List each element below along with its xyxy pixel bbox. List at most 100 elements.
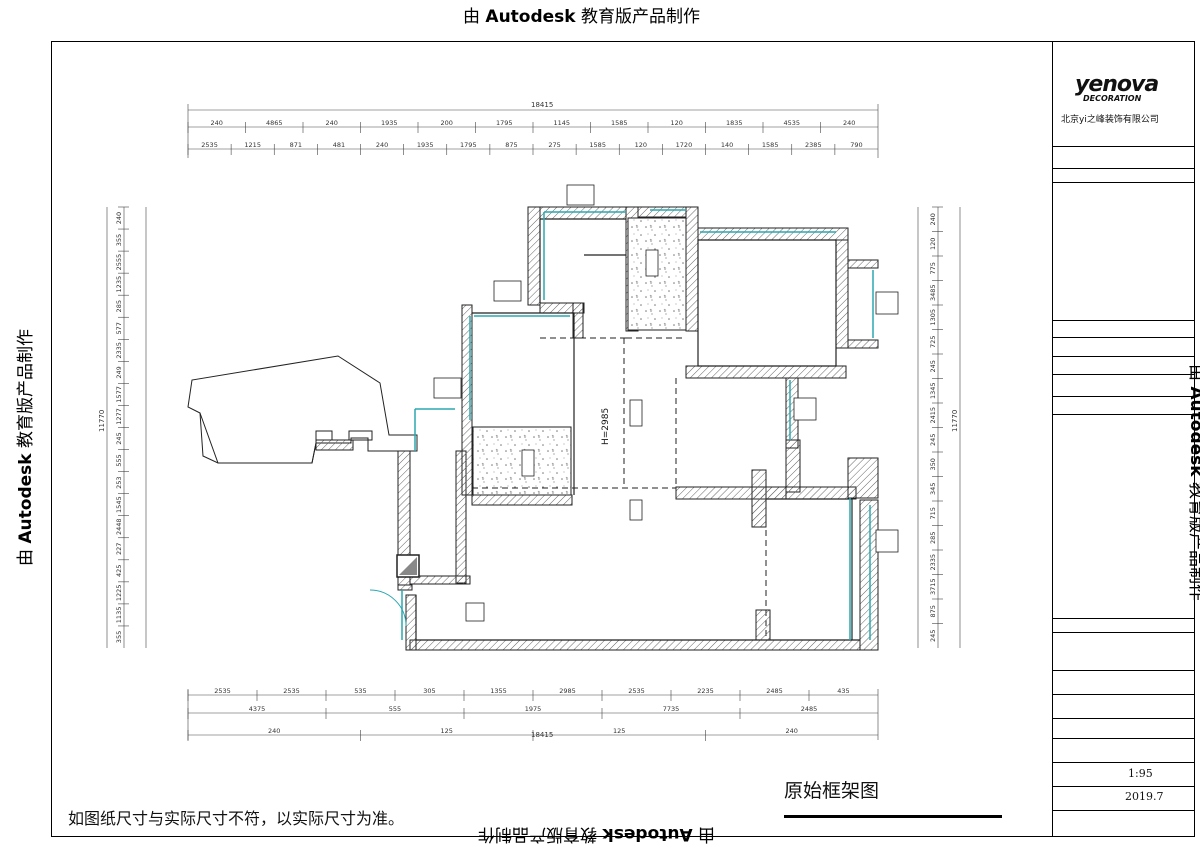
door-swing bbox=[369, 589, 407, 627]
dimension-label: 1720 bbox=[676, 141, 693, 149]
window-tags bbox=[433, 184, 899, 622]
dimension-label: 240 bbox=[929, 213, 937, 225]
dimension-label: 120 bbox=[671, 119, 683, 127]
dimension-label: 1585 bbox=[589, 141, 606, 149]
dimension-label: 4865 bbox=[266, 119, 283, 127]
dimension-label: 355 bbox=[115, 234, 123, 246]
drawing-note: 如图纸尺寸与实际尺寸不符，以实际尺寸为准。 bbox=[68, 809, 405, 828]
dimension-label: 481 bbox=[333, 141, 345, 149]
dim-left-total: 11770 bbox=[98, 410, 106, 432]
dim-right-column: 2401207753485130572524513452415245350345… bbox=[929, 206, 943, 642]
dimension-label: 3485 bbox=[929, 284, 937, 301]
dimension-label: 2535 bbox=[628, 687, 645, 695]
dimension-label: 355 bbox=[115, 631, 123, 643]
dimension-label: 1225 bbox=[115, 585, 123, 602]
dimension-label: 2485 bbox=[801, 705, 818, 713]
dimension-label: 1135 bbox=[115, 607, 123, 624]
dimension-label: 140 bbox=[721, 141, 733, 149]
dimension-label: 2385 bbox=[805, 141, 822, 149]
tb-divider bbox=[1053, 632, 1195, 633]
dimension-label: 555 bbox=[389, 705, 401, 713]
dimension-label: 2985 bbox=[559, 687, 576, 695]
scale-value: 1:95 bbox=[1128, 767, 1153, 780]
dimension-label: 1795 bbox=[460, 141, 477, 149]
tb-divider bbox=[1053, 146, 1195, 147]
dimension-label: 1795 bbox=[496, 119, 513, 127]
dimension-label: 790 bbox=[850, 141, 862, 149]
dimension-label: 1305 bbox=[929, 309, 937, 326]
dimension-label: 435 bbox=[837, 687, 849, 695]
dimension-label: 1215 bbox=[244, 141, 261, 149]
dim-left-column: 2403552555123528557723352491577127724555… bbox=[115, 206, 129, 643]
dimension-label: 7735 bbox=[663, 705, 680, 713]
dimension-label: 1235 bbox=[115, 276, 123, 293]
tb-divider bbox=[1053, 762, 1195, 763]
dimension-label: 245 bbox=[115, 432, 123, 444]
dimension-label: 285 bbox=[929, 532, 937, 544]
dimension-label: 2415 bbox=[929, 407, 937, 424]
dimension-label: 1355 bbox=[490, 687, 507, 695]
dimension-label: 1935 bbox=[417, 141, 434, 149]
dimension-label: 240 bbox=[268, 727, 280, 735]
dimension-label: 871 bbox=[290, 141, 302, 149]
dimension-label: 120 bbox=[929, 238, 937, 250]
dimension-label: 1577 bbox=[115, 386, 123, 403]
dimension-label: 425 bbox=[115, 565, 123, 577]
drawing-frame bbox=[51, 41, 1195, 837]
dimension-label: 1585 bbox=[762, 141, 779, 149]
dimension-label: 2235 bbox=[697, 687, 714, 695]
dimension-label: 350 bbox=[929, 458, 937, 470]
date-value: 2019.7 bbox=[1125, 790, 1164, 803]
dimension-label: 125 bbox=[441, 727, 453, 735]
tb-divider bbox=[1053, 337, 1195, 338]
dimension-label: 535 bbox=[354, 687, 366, 695]
dimension-label: 200 bbox=[441, 119, 453, 127]
interior-lines bbox=[415, 218, 860, 641]
dimension-label: 285 bbox=[115, 300, 123, 312]
dimension-label: 1145 bbox=[553, 119, 570, 127]
tb-divider bbox=[1053, 670, 1195, 671]
dim-bottom-total: 18415 bbox=[531, 731, 553, 739]
tb-divider bbox=[1053, 374, 1195, 375]
dimension-label: 1835 bbox=[726, 119, 743, 127]
dimension-label: 1545 bbox=[115, 496, 123, 513]
dimension-label: 245 bbox=[929, 630, 937, 642]
dimension-label: 2448 bbox=[115, 518, 123, 535]
dimension-label: 4535 bbox=[783, 119, 800, 127]
tb-divider bbox=[1053, 182, 1195, 183]
tb-divider bbox=[1053, 168, 1195, 169]
dimension-label: 715 bbox=[929, 507, 937, 519]
windows bbox=[401, 209, 874, 640]
dimension-label: 245 bbox=[929, 434, 937, 446]
tb-divider bbox=[1053, 618, 1195, 619]
watermark-top: 由 Autodesk 教育版产品制作 bbox=[463, 7, 701, 27]
dimension-label: 2335 bbox=[929, 554, 937, 571]
height-label: H=2985 bbox=[601, 408, 611, 445]
dimension-label: 1345 bbox=[929, 382, 937, 399]
tb-divider bbox=[1053, 414, 1195, 415]
drawing-title: 原始框架图 bbox=[784, 780, 880, 802]
dimension-label: 775 bbox=[929, 262, 937, 274]
tb-divider bbox=[1053, 718, 1195, 719]
tb-divider bbox=[1053, 810, 1195, 811]
company-name: 北京yi之峰装饰有限公司 bbox=[1061, 115, 1159, 125]
tb-divider bbox=[1053, 356, 1195, 357]
dimension-label: 240 bbox=[786, 727, 798, 735]
dimension-label: 245 bbox=[929, 360, 937, 372]
dimension-label: 3715 bbox=[929, 578, 937, 595]
dimension-label: 577 bbox=[115, 322, 123, 334]
dimension-label: 2535 bbox=[214, 687, 231, 695]
dimension-label: 345 bbox=[929, 483, 937, 495]
company-logo: yenova bbox=[1075, 72, 1159, 97]
dimension-label: 240 bbox=[376, 141, 388, 149]
dim-top-total: 18415 bbox=[531, 101, 553, 109]
dimension-label: 120 bbox=[635, 141, 647, 149]
dimension-label: 1975 bbox=[525, 705, 542, 713]
dimension-label: 1935 bbox=[381, 119, 398, 127]
dimension-label: 875 bbox=[505, 141, 517, 149]
dimension-label: 1585 bbox=[611, 119, 628, 127]
